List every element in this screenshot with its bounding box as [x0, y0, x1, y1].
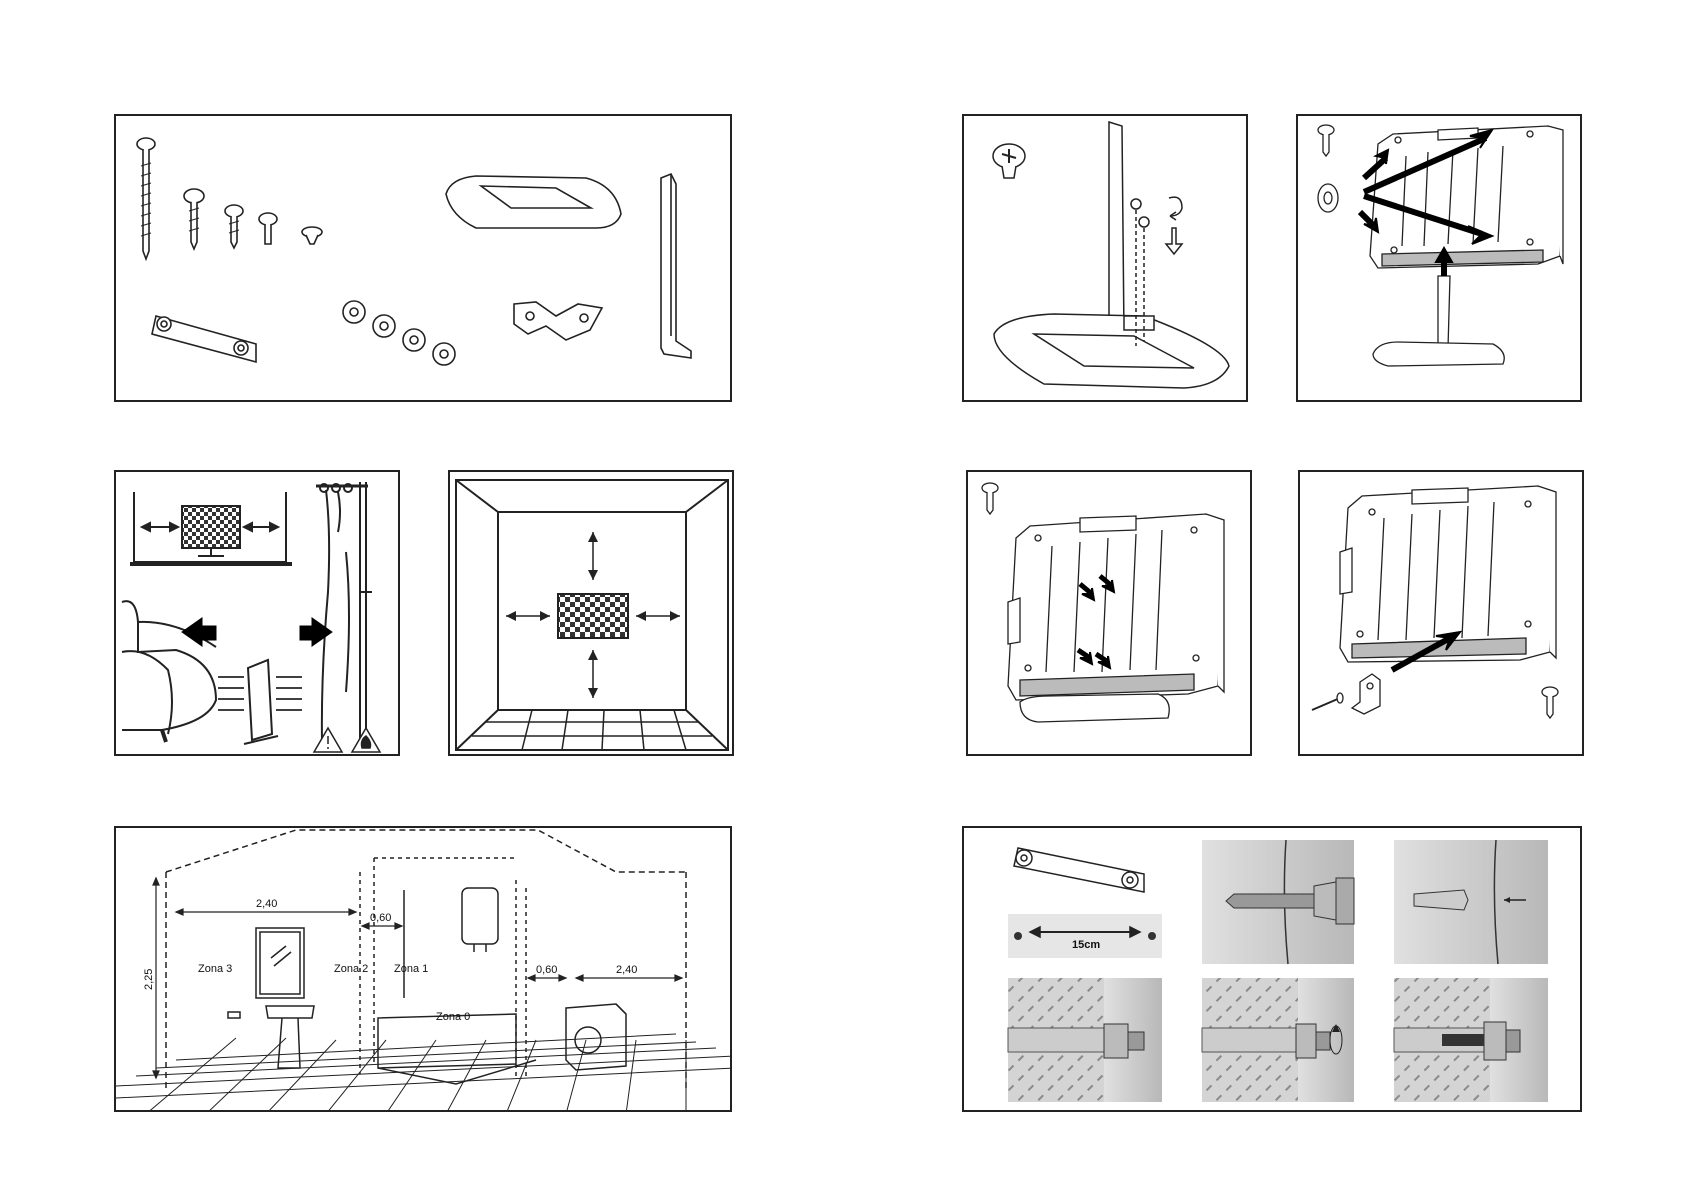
heater-front-view — [182, 506, 240, 548]
long-screw-icon — [137, 138, 155, 259]
drill-bit-icon — [1226, 894, 1314, 908]
zone-1-label: Zona 1 — [394, 963, 428, 975]
base-plate — [1020, 694, 1169, 722]
stand-post-icon — [661, 174, 691, 358]
z-bracket-icon — [514, 302, 602, 340]
step-insert-plug — [1008, 978, 1162, 1102]
down-arrow-icon — [1166, 228, 1182, 254]
stand-assembly-illustration — [964, 116, 1248, 402]
z-bracket-icon — [1352, 674, 1380, 714]
panel-bathroom-zones: 2,40 0,60 0,60 2,40 2,25 Zona 3 Zona 2 Z… — [114, 826, 732, 1112]
panel-room-clearance — [448, 470, 734, 756]
wall-rail-icon — [152, 316, 256, 362]
stand-post — [1109, 122, 1124, 336]
washer-icon — [1318, 184, 1338, 212]
clearance-illustration — [116, 472, 400, 756]
long-screw-icon — [1312, 693, 1343, 710]
screw-icon — [982, 483, 998, 514]
short-screw-icon — [225, 205, 243, 248]
wall-plug-icon — [1414, 890, 1468, 910]
left-warning-arrow-icon — [182, 618, 216, 646]
screw-icon — [1318, 125, 1334, 156]
dim-label-2-40-right: 2,40 — [616, 964, 637, 976]
socket — [228, 1012, 240, 1018]
flat-screw-icon — [302, 227, 322, 244]
panel-parts-overview — [114, 114, 732, 402]
screw-icon — [993, 144, 1025, 178]
washers-icon — [343, 301, 455, 365]
panel-clearance-safety — [114, 470, 400, 756]
base-plate — [1373, 342, 1504, 366]
zone-3-label: Zona 3 — [198, 963, 232, 975]
bracket-fix-illustration — [1300, 472, 1584, 756]
zone-0-label: Zona 0 — [436, 1011, 470, 1023]
zone-2-label: Zona 2 — [334, 963, 368, 975]
heater-side-view — [248, 660, 272, 740]
spacing-label: 15cm — [1072, 939, 1100, 951]
right-warning-arrow-icon — [300, 618, 332, 646]
step-screw-in — [1202, 978, 1354, 1102]
medium-screw-icon — [184, 189, 204, 249]
step-drilling — [1202, 840, 1354, 964]
heat-arrows-icon — [218, 677, 302, 710]
curtain — [322, 490, 329, 742]
parts-illustration — [116, 116, 732, 402]
base-plate-icon — [446, 176, 621, 228]
panel-stand-assembly — [962, 114, 1248, 402]
bathroom-zones-illustration: 2,40 0,60 0,60 2,40 2,25 Zona 3 Zona 2 Z… — [116, 828, 732, 1112]
dim-label-0-60-left: 0,60 — [370, 912, 391, 924]
wall-mounting-illustration: 15cm — [964, 828, 1582, 1112]
panel-stand-screw-points — [966, 470, 1252, 756]
stand-post — [1438, 276, 1450, 348]
panel-bracket-fix — [1298, 470, 1584, 756]
panel-heater-stand-fix — [1296, 114, 1582, 402]
step-fixed — [1394, 978, 1548, 1102]
machine-screw-icon — [259, 213, 277, 244]
room-clearance-illustration — [450, 472, 734, 756]
panel-wall-mounting-steps: 15cm — [962, 826, 1582, 1112]
floor-tiles — [116, 1034, 732, 1112]
water-heater — [462, 888, 498, 944]
dim-label-2-40-left: 2,40 — [256, 898, 277, 910]
stand-screw-points-illustration — [968, 472, 1252, 756]
heater-stand-illustration — [1298, 116, 1582, 402]
mirror — [256, 928, 304, 998]
step-plug — [1394, 840, 1548, 964]
heater-body — [1008, 514, 1218, 700]
heater-front-view — [558, 594, 628, 638]
screw-icon — [1542, 687, 1558, 718]
drill-chuck-icon — [1314, 882, 1336, 920]
dim-label-2-25-height: 2,25 — [143, 969, 155, 990]
dim-label-0-60-right: 0,60 — [536, 964, 557, 976]
sink — [266, 1006, 314, 1068]
